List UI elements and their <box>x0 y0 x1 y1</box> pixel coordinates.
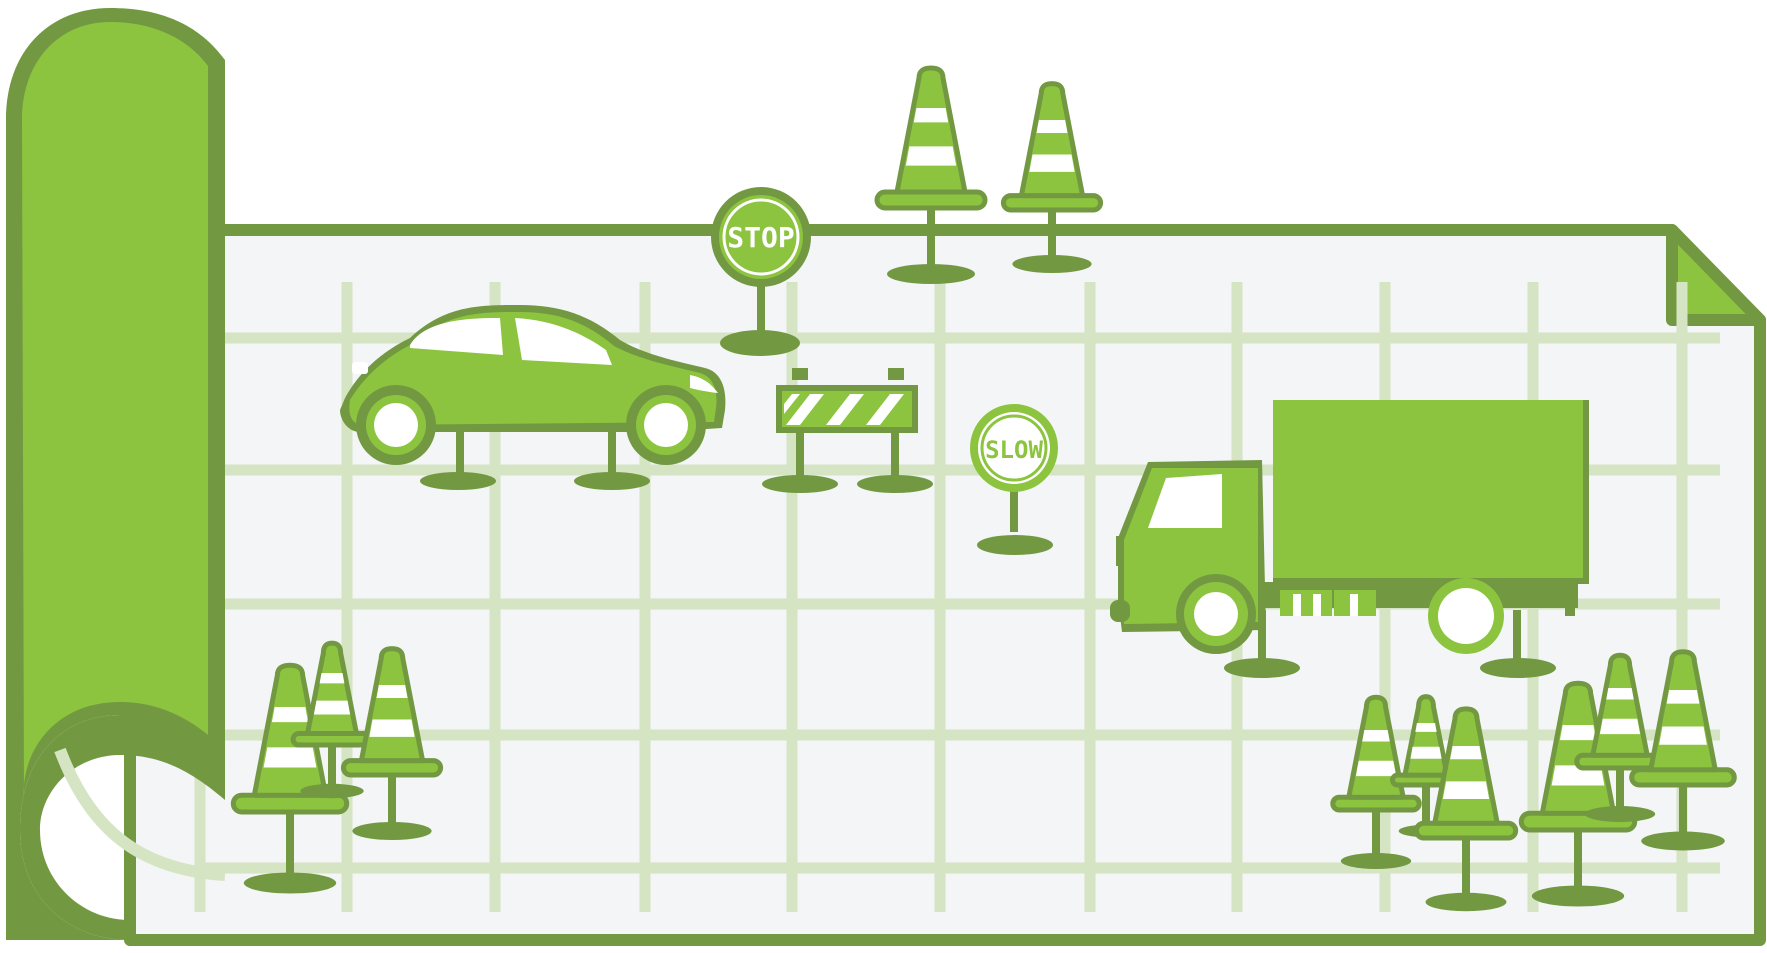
traffic-cone-icon <box>1518 680 1638 907</box>
scroll-curl-shadow <box>54 747 226 881</box>
stop-sign-label: STOP <box>727 221 794 254</box>
traffic-cone-icon <box>874 65 988 284</box>
slow-sign-icon: SLOW <box>970 404 1058 555</box>
traffic-cone-icon <box>340 646 444 840</box>
slow-sign-label: SLOW <box>985 436 1043 464</box>
truck-icon <box>1110 400 1589 678</box>
car-icon <box>340 305 726 490</box>
traffic-cone-icon <box>1330 694 1422 869</box>
stop-sign-icon: STOP <box>711 187 811 356</box>
folded-corner <box>1666 224 1766 326</box>
traffic-cone-icon <box>1574 652 1666 822</box>
barrier-icon <box>762 368 933 493</box>
traffic-cone-icon <box>1000 81 1104 273</box>
traffic-cones <box>230 65 1737 912</box>
traffic-cone-icon <box>1413 706 1519 912</box>
traffic-cone-icon <box>290 640 374 799</box>
traffic-cone-icon <box>1629 649 1737 851</box>
scroll-roll-face <box>22 22 208 800</box>
traffic-cone-icon <box>230 662 350 894</box>
